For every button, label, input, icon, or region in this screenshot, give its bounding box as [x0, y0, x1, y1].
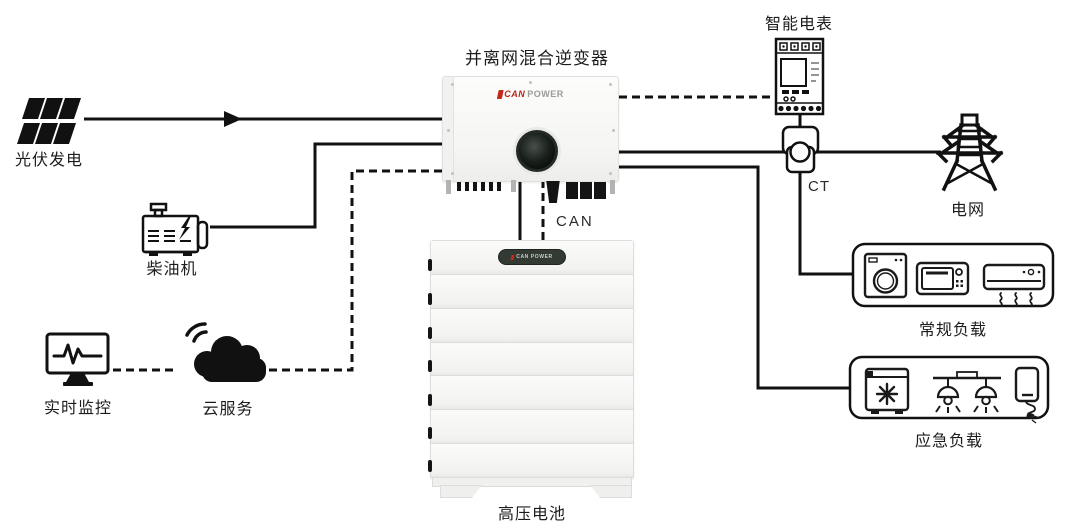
terminal-tab [610, 180, 615, 194]
dc-connector [546, 181, 560, 203]
battery-brand-text: CAN POWER [516, 253, 553, 260]
pendant-lamps-icon [933, 371, 1001, 413]
cloud-label: 云服务 [202, 401, 254, 418]
cloud-icon [185, 322, 266, 382]
hybrid-inverter-device: CAN POWER [442, 76, 619, 182]
screw-icon [609, 83, 612, 86]
diesel-label: 柴油机 [146, 261, 198, 278]
wire-ct-to-normal-loads [798, 171, 853, 276]
monitor-label: 实时监控 [43, 400, 113, 417]
normal-loads-box [851, 242, 1055, 308]
air-conditioner-icon [982, 263, 1046, 307]
battery-clip [428, 460, 432, 472]
brand-flame-icon [496, 90, 504, 99]
smart-meter-icon [774, 37, 825, 116]
screw-icon [451, 172, 454, 175]
terminal-pin [497, 182, 501, 191]
battery-module [431, 308, 633, 343]
terminal-pin [465, 182, 469, 191]
battery-label: 高压电池 [497, 506, 567, 523]
transmission-tower-icon [935, 113, 1004, 192]
battery-base [432, 477, 632, 487]
terminal-pin [457, 182, 461, 191]
terminal-pin [481, 182, 485, 191]
solar-panel-icon [17, 98, 81, 144]
battery-clip [428, 360, 432, 372]
battery-clip [428, 293, 432, 305]
pv-label: 光伏发电 [15, 152, 84, 169]
battery-brand-label: CAN POWER [498, 249, 566, 265]
freezer-icon [864, 367, 910, 414]
microwave-icon [915, 261, 970, 296]
terminal-tab [511, 180, 516, 192]
dashed-comm-wires [113, 95, 776, 372]
battery-module [431, 410, 633, 445]
emergency-loads-label: 应急负载 [914, 433, 984, 450]
emergency-loads-box [848, 355, 1050, 424]
screw-icon [447, 129, 450, 132]
solid-wires [84, 114, 941, 390]
screw-icon [612, 129, 615, 132]
terminal-pin [473, 182, 477, 191]
brand-suffix: POWER [527, 89, 564, 99]
diesel-generator-icon [141, 202, 209, 256]
battery-clip [428, 427, 432, 439]
inverter-lens [516, 130, 558, 172]
grid-label: 电网 [950, 202, 986, 219]
brand-name: CAN [504, 89, 526, 99]
wire-diesel-to-inverter [210, 142, 442, 229]
screw-icon [529, 81, 532, 84]
inverter-brand-logo: CAN POWER [496, 89, 564, 99]
meter-label: 智能电表 [764, 16, 834, 33]
battery-module [431, 274, 633, 309]
pv-arrow-head [224, 111, 242, 127]
washing-machine-icon [863, 252, 908, 299]
battery-module [431, 444, 633, 479]
can-bus-label: CAN [556, 213, 594, 230]
ct-clamp-icon [781, 125, 820, 174]
battery-clip [428, 327, 432, 339]
ac-connector-block [566, 182, 608, 199]
battery-clip [428, 259, 432, 271]
wire-inverter-to-emergency-loads [617, 165, 851, 390]
inverter-title: 并离网混合逆变器 [465, 49, 609, 68]
battery-module: CAN POWER [431, 241, 633, 275]
brand-flame-icon [510, 254, 515, 260]
terminal-tab [446, 180, 451, 194]
battery-module [431, 376, 633, 411]
battery-module [431, 342, 633, 377]
screw-icon [451, 83, 454, 86]
normal-loads-label: 常规负载 [918, 322, 988, 339]
screw-icon [609, 172, 612, 175]
high-voltage-battery-device: CAN POWER [428, 240, 634, 479]
ct-label: CT [808, 178, 830, 195]
terminal-pin [489, 182, 493, 191]
wire-cloud-to-inverter [269, 169, 442, 372]
monitor-icon [45, 332, 110, 386]
battery-clip [428, 394, 432, 406]
phone-charger-icon [1014, 366, 1040, 424]
